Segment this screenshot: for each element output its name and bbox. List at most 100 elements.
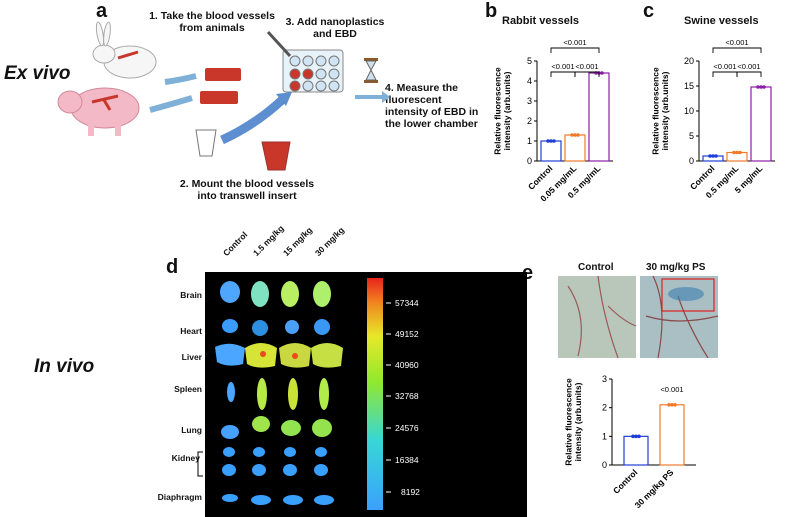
panel-letter-d: d [166, 256, 179, 278]
organ-row-spleen [227, 378, 329, 410]
colorbar-ticks: 57344 49152 40960 32768 24576 16384 8192 [386, 298, 420, 497]
y-axis-label-line-1: Relative fluorescence [492, 67, 502, 155]
organ-row-kidney [222, 447, 328, 476]
organ-label-lung: Lung [181, 425, 202, 435]
arrow-rabbit-to-vessel [164, 73, 197, 85]
organ-row-heart [222, 319, 330, 336]
x-tick-label: 30 mg/kg PS [633, 467, 676, 510]
organ-row-diaphragm [222, 494, 334, 505]
hourglass-icon [364, 58, 378, 83]
chart-b-title: Rabbit vessels [502, 15, 580, 27]
x-tick-label: Control [611, 467, 639, 495]
y-tick-label: 5 [527, 56, 532, 66]
column-label-control: Control [220, 229, 250, 258]
schematic-illustration [57, 21, 390, 171]
y-tick-label: 1 [527, 136, 532, 146]
step-3-text: 3. Add nanoplastics and EBD [285, 16, 385, 40]
organ-label-kidney: Kidney [171, 453, 200, 463]
y-tick-label: 10 [684, 106, 694, 116]
transwell-insert-vessel-icon [261, 141, 291, 171]
pig-icon [57, 87, 140, 136]
y-tick-label: 2 [602, 403, 607, 413]
colorbar-tick-24576: 24576 [395, 423, 419, 433]
data-point [673, 403, 677, 407]
panel-d-imaging: Control 1.5 mg/kg 15 mg/kg 30 mg/kg Brai… [158, 223, 530, 517]
y-axis-label: Relative fluorescenceintensity (arb.unit… [563, 378, 582, 466]
y-axis-label-line-2: intensity (arb.units) [660, 71, 670, 150]
kidney-bracket [197, 451, 203, 477]
organ-label-spleen: Spleen [174, 384, 202, 394]
colorbar-tick-57344: 57344 [395, 298, 419, 308]
y-axis-label: Relative fluorescenceintensity (arb.unit… [492, 67, 511, 155]
y-tick-label: 15 [684, 81, 694, 91]
data-point [714, 154, 718, 158]
y-tick-label: 20 [684, 56, 694, 66]
y-axis-label-line-2: intensity (arb.units) [502, 71, 512, 150]
ear-vessel-photos [558, 276, 718, 358]
y-tick-label: 1 [602, 431, 607, 441]
y-axis-label-line-2: intensity (arb.units) [573, 382, 583, 461]
significance-label: <0.001 [737, 62, 760, 71]
y-tick-label: 4 [527, 76, 532, 86]
data-point [600, 71, 604, 75]
organ-label-brain: Brain [180, 290, 202, 300]
organ-label-diaphragm: Diaphragm [157, 492, 202, 502]
significance-label: <0.001 [575, 62, 598, 71]
chart-e-ear-fluorescence: 0 1 2 3 Relative fluorescenceintensity (arb.… [563, 374, 696, 510]
significance-bracket [736, 71, 762, 77]
data-point [637, 434, 641, 439]
rabbit-icon [92, 21, 157, 79]
ex-vivo-label: Ex vivo [4, 63, 71, 84]
column-label-30: 30 mg/kg [312, 224, 347, 258]
arrow-to-plate [220, 96, 286, 145]
data-point [552, 139, 556, 143]
y-tick-label: 0 [689, 156, 694, 166]
data-point [762, 85, 766, 89]
organ-row-brain [220, 281, 331, 307]
y-tick-label: 0 [602, 460, 607, 470]
colorbar-tick-8192: 8192 [401, 487, 420, 497]
bar-1 [659, 404, 685, 466]
data-point [735, 150, 739, 155]
vessel-segment-1 [205, 68, 241, 81]
chart-c-title: Swine vessels [684, 15, 759, 27]
significance-label: <0.001 [660, 385, 683, 394]
organ-label-heart: Heart [180, 326, 202, 336]
data-point [732, 150, 736, 155]
data-point [576, 133, 580, 137]
data-point [708, 154, 712, 158]
panel-letter-a: a [96, 0, 108, 22]
colorbar [367, 278, 383, 510]
y-tick-label: 3 [602, 374, 607, 384]
panel-letter-c: c [643, 0, 655, 22]
step-1-text: 1. Take the blood vessels from animals [149, 10, 275, 34]
bar-2 [750, 86, 772, 162]
bar-1 [564, 134, 586, 162]
colorbar-tick-49152: 49152 [395, 329, 419, 339]
step-2-text: 2. Mount the blood vessels into transwel… [179, 178, 315, 202]
significance-bracket [712, 47, 762, 53]
photo-label-30mgkg: 30 mg/kg PS [646, 262, 706, 273]
y-axis-label: Relative fluorescenceintensity (arb.unit… [650, 67, 669, 155]
data-point [549, 139, 553, 143]
significance-label: <0.001 [713, 62, 736, 71]
y-tick-label: 3 [527, 96, 532, 106]
y-tick-label: 0 [527, 156, 532, 166]
significance-label: <0.001 [563, 38, 586, 47]
significance-bracket [712, 71, 738, 77]
significance-bracket [550, 47, 600, 53]
data-point [756, 85, 760, 89]
in-vivo-label: In vivo [34, 356, 95, 377]
bar-2 [588, 72, 610, 162]
data-point [546, 139, 550, 143]
organ-row-liver [215, 343, 343, 368]
colorbar-tick-40960: 40960 [395, 360, 419, 370]
y-axis-label-line-1: Relative fluorescence [650, 67, 660, 155]
data-point [667, 403, 671, 407]
significance-label: <0.001 [551, 62, 574, 71]
panel-a-schematic: 1. Take the blood vessels from animals 3… [0, 0, 480, 240]
y-tick-label: 2 [527, 116, 532, 126]
panel-letter-b: b [485, 0, 498, 22]
step-4-text: 4. Measure the fluorescent intensity of … [385, 82, 479, 130]
